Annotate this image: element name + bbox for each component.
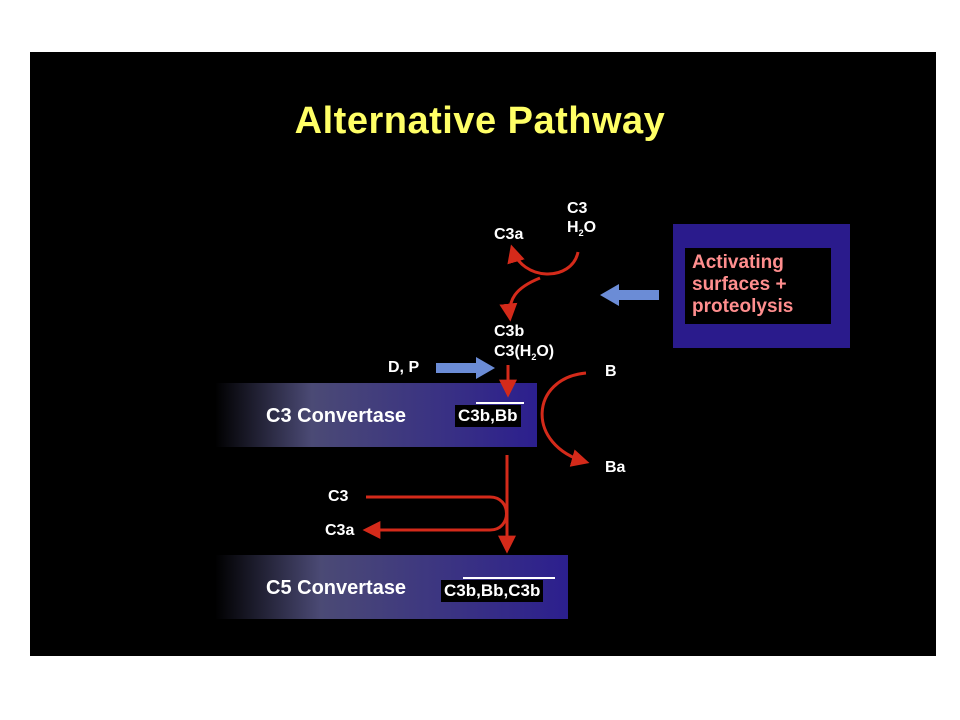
label-h2o-h: H — [567, 219, 579, 236]
c5-convertase-complex: C3b,Bb,C3b — [441, 580, 544, 602]
activating-line-1: Activating — [692, 252, 784, 273]
label-dp: D, P — [388, 359, 420, 376]
c5-complex-overline — [463, 577, 555, 579]
label-ba: Ba — [605, 459, 626, 476]
label-h2o-sub: 2 — [578, 228, 584, 238]
label-c3-lower: C3 — [328, 488, 349, 505]
label-c3a-lower: C3a — [325, 522, 355, 539]
activating-text: Activating surfaces + proteolysis — [692, 252, 793, 318]
label-c3b: C3b — [494, 323, 525, 340]
arrow-b-to-ba — [540, 371, 590, 467]
diagram-title: Alternative Pathway — [294, 100, 666, 142]
label-c3h2o-pre: C3(H — [494, 343, 532, 360]
c3-convertase-complex: C3b,Bb — [455, 405, 521, 427]
label-c3-top: C3 — [567, 200, 588, 217]
activating-line-2: surfaces + — [692, 274, 787, 295]
label-b: B — [605, 363, 617, 380]
arrow-to-c3b — [499, 276, 541, 322]
label-c3h2o-post: O) — [536, 343, 555, 360]
label-c3h2o: C3(H2O) — [494, 343, 554, 362]
label-h2o: H2O — [567, 219, 596, 238]
activating-line-3: proteolysis — [692, 296, 794, 317]
arrow-activating — [600, 284, 659, 306]
arrow-c3-to-c3a-loop — [362, 495, 508, 539]
c3-complex-overline — [476, 402, 524, 404]
label-c3h2o-sub: 2 — [531, 352, 537, 362]
activating-box-inner — [685, 248, 831, 324]
label-c3a-top: C3a — [494, 226, 524, 243]
arrow-h2o-to-c3a — [507, 244, 580, 276]
arrow-dp — [436, 357, 495, 379]
c3-convertase-label: C3 Convertase — [266, 405, 407, 427]
label-h2o-o: O — [583, 219, 597, 236]
c5-convertase-label: C5 Convertase — [266, 577, 407, 599]
